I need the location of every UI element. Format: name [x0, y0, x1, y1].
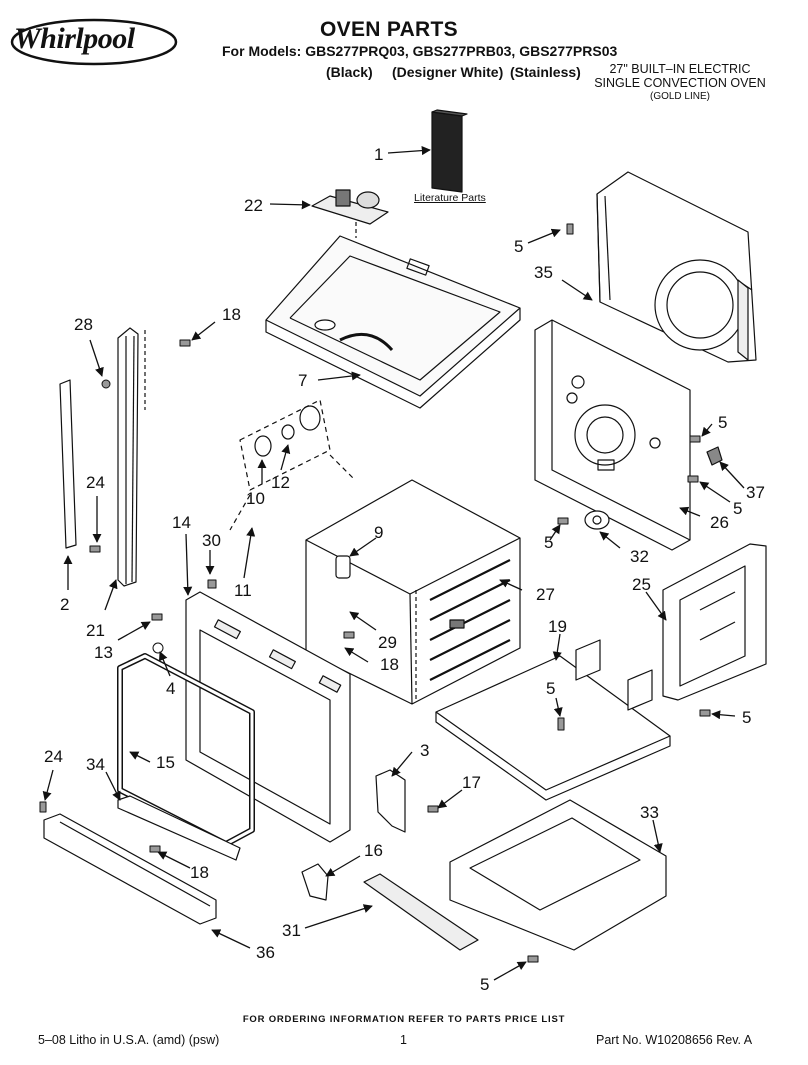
callout-30: 30 — [202, 531, 221, 550]
callout-2: 2 — [60, 595, 69, 614]
part-literature — [431, 109, 468, 193]
callout-7: 7 — [298, 371, 307, 390]
part-rear-wall — [534, 319, 691, 551]
callout-37: 37 — [746, 483, 765, 502]
callout-12: 12 — [271, 473, 290, 492]
callout-17: 17 — [462, 773, 481, 792]
callout-16: 16 — [364, 841, 383, 860]
callout-15: 15 — [156, 753, 175, 772]
product-line-2: SINGLE CONVECTION OVEN — [594, 76, 766, 90]
callout-32: 32 — [630, 547, 649, 566]
part-clip — [706, 446, 723, 466]
callout-21: 21 — [86, 621, 105, 640]
callout-5: 5 — [546, 679, 555, 698]
brand-logo: Whirlpool — [14, 22, 135, 55]
callout-3: 3 — [420, 741, 429, 760]
part-hinge-receiver — [301, 863, 329, 901]
callout-14: 14 — [172, 513, 191, 532]
part-thermal-cutoff — [584, 510, 610, 530]
callout-18: 18 — [380, 655, 399, 674]
callout-25: 25 — [632, 575, 651, 594]
callout-36: 36 — [256, 943, 275, 962]
product-line-3: (GOLD LINE) — [649, 91, 710, 102]
callout-9: 9 — [374, 523, 383, 542]
callout-10: 10 — [246, 489, 265, 508]
part-vent-trim — [363, 873, 479, 951]
callout-27: 27 — [536, 585, 555, 604]
part-number: Part No. W10208656 Rev. A — [596, 1033, 753, 1047]
callout-1: 1 — [374, 145, 383, 164]
callout-4: 4 — [166, 679, 175, 698]
part-toe-kick — [43, 813, 217, 925]
part-door-lock-bracket — [311, 189, 389, 238]
part-back-panel — [596, 171, 757, 363]
finish-black: (Black) — [326, 64, 373, 80]
ordering-note: FOR ORDERING INFORMATION REFER TO PARTS … — [242, 1014, 566, 1025]
callout-18: 18 — [190, 863, 209, 882]
callout-5: 5 — [544, 533, 553, 552]
callout-5: 5 — [514, 237, 523, 256]
literature-parts-label: Literature Parts — [414, 192, 486, 204]
callout-28: 28 — [74, 315, 93, 334]
callout-19: 19 — [548, 617, 567, 636]
part-side-panel-right — [662, 543, 767, 701]
part-mounting-bracket — [375, 769, 406, 833]
part-vent-rod — [59, 379, 77, 549]
whirlpool-logo-swoosh — [10, 18, 178, 66]
callout-29: 29 — [378, 633, 397, 652]
callout-13: 13 — [94, 643, 113, 662]
callout-24: 24 — [86, 473, 105, 492]
page-number: 1 — [400, 1033, 407, 1047]
part-top-panel — [265, 235, 521, 409]
callout-24: 24 — [44, 747, 63, 766]
finish-stainless: (Stainless) — [510, 64, 581, 80]
callout-35: 35 — [534, 263, 553, 282]
callout-26: 26 — [710, 513, 729, 532]
part-knobs — [229, 399, 356, 531]
product-line-1: 27" BUILT–IN ELECTRIC — [609, 62, 751, 76]
part-front-frame — [185, 591, 351, 843]
callout-5: 5 — [733, 499, 742, 518]
models-line: For Models: GBS277PRQ03, GBS277PRB03, GB… — [222, 43, 618, 59]
callout-31: 31 — [282, 921, 301, 940]
page-title: OVEN PARTS — [320, 18, 458, 41]
product-description: 27" BUILT–IN ELECTRIC SINGLE CONVECTION … — [590, 62, 770, 104]
callout-33: 33 — [640, 803, 659, 822]
part-oven-cavity — [305, 479, 521, 705]
part-base-pan — [449, 799, 667, 951]
callout-18: 18 — [222, 305, 241, 324]
screws — [39, 223, 711, 963]
litho-note: 5–08 Litho in U.S.A. (amd) (psw) — [38, 1033, 220, 1047]
finish-designer-white: (Designer White) — [392, 64, 504, 80]
part-bottom-panel — [435, 639, 671, 801]
callout-5: 5 — [718, 413, 727, 432]
part-side-trim-left — [117, 327, 146, 587]
callout-34: 34 — [86, 755, 105, 774]
part-bottom-vent-bracket — [117, 795, 241, 861]
callout-5: 5 — [480, 975, 489, 994]
part-door-gasket — [117, 653, 255, 847]
callout-22: 22 — [244, 196, 263, 215]
callout-11: 11 — [234, 581, 252, 600]
callout-5: 5 — [742, 708, 751, 727]
